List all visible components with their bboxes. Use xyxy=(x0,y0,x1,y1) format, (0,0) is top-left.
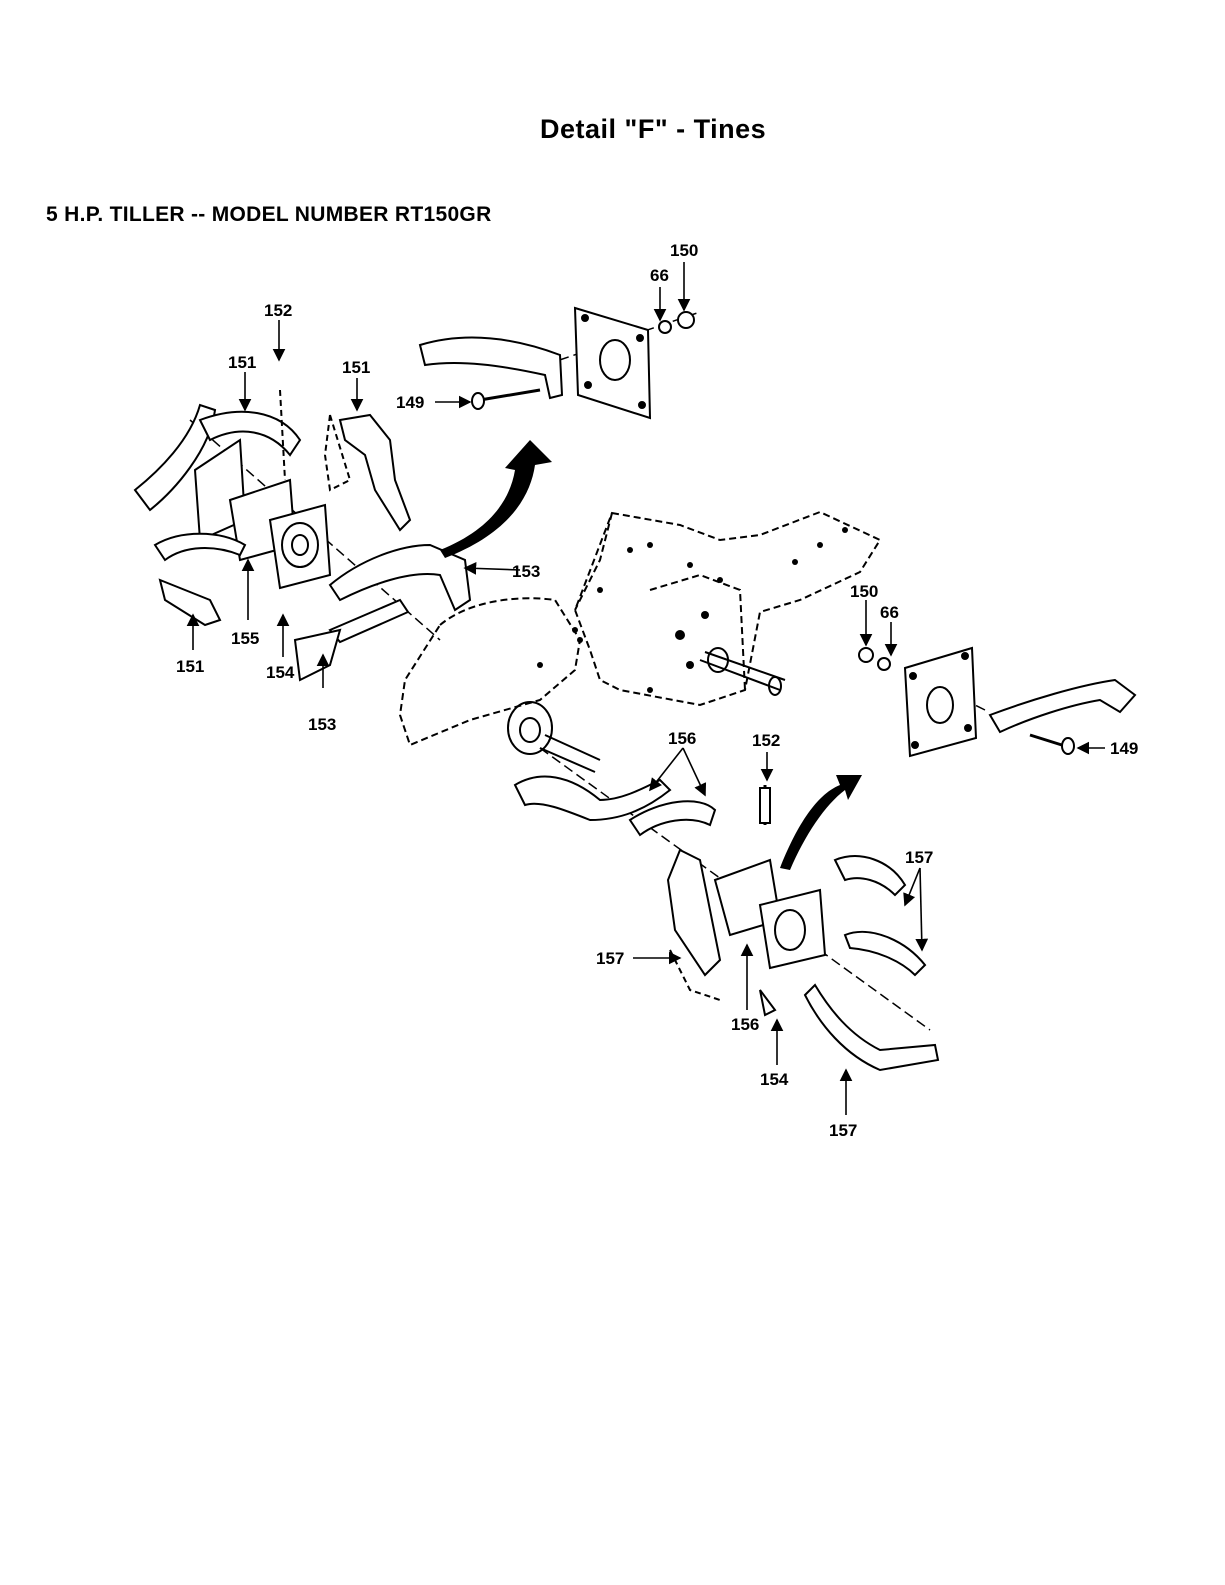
callout-labels: 150 66 152 151 151 149 153 155 151 154 1… xyxy=(176,241,1138,1140)
housing-bolts xyxy=(537,527,848,693)
callout-156: 156 xyxy=(731,1015,759,1034)
callout-151: 151 xyxy=(342,358,370,377)
callout-156: 156 xyxy=(668,729,696,748)
callout-151: 151 xyxy=(176,657,204,676)
callout-157: 157 xyxy=(596,949,624,968)
callout-155: 155 xyxy=(231,629,259,648)
callout-149: 149 xyxy=(396,393,424,412)
callout-66: 66 xyxy=(650,266,669,285)
callout-152: 152 xyxy=(264,301,292,320)
callout-150: 150 xyxy=(850,582,878,601)
callout-154: 154 xyxy=(760,1070,789,1089)
callout-153: 153 xyxy=(308,715,336,734)
callout-66: 66 xyxy=(880,603,899,622)
callout-157: 157 xyxy=(829,1121,857,1140)
callout-151: 151 xyxy=(228,353,256,372)
callout-150: 150 xyxy=(670,241,698,260)
callout-154: 154 xyxy=(266,663,295,682)
transmission-housing xyxy=(400,512,880,745)
right-tine-assembly xyxy=(515,777,938,1070)
rotation-arrow-left xyxy=(440,440,552,558)
left-tine-assembly xyxy=(135,390,470,680)
callout-153: 153 xyxy=(512,562,540,581)
callout-152: 152 xyxy=(752,731,780,750)
right-hub-plate xyxy=(859,648,1135,756)
callout-157: 157 xyxy=(905,848,933,867)
callout-149: 149 xyxy=(1110,739,1138,758)
